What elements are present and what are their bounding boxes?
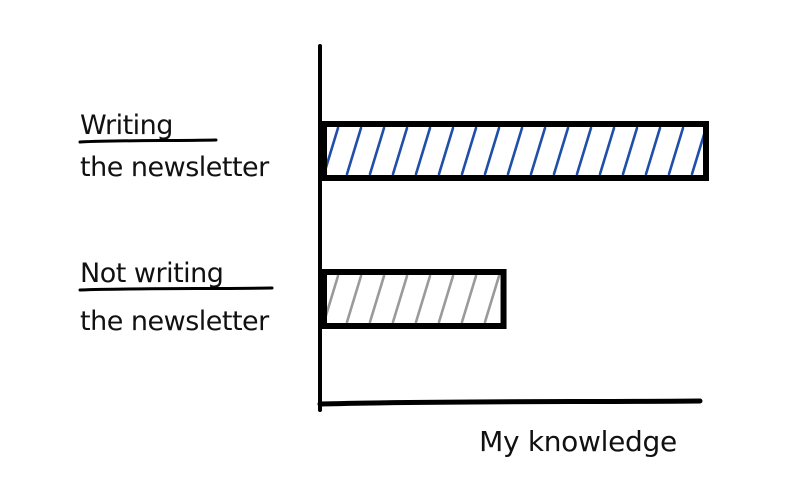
bar-1 xyxy=(321,269,507,329)
bar-0-outline xyxy=(321,121,709,181)
y-axis-line xyxy=(317,44,323,412)
category-label-1-rest: the newsletter xyxy=(80,306,270,337)
bar-0-hatch xyxy=(324,126,706,176)
bar-1-hatch xyxy=(324,274,501,324)
bar-1-outline xyxy=(321,269,507,329)
category-label-0-underline xyxy=(78,138,218,144)
category-label-1-emphasis: Not writing xyxy=(80,258,223,289)
category-label-1-underline xyxy=(78,286,274,292)
category-label-0-emphasis: Writing xyxy=(80,110,173,141)
x-axis-line xyxy=(317,398,703,407)
category-label-0-rest: the newsletter xyxy=(80,152,270,183)
category-label-1: Not writing the newsletter xyxy=(78,258,274,337)
category-label-0: Writing the newsletter xyxy=(78,110,271,183)
bar-0 xyxy=(321,121,709,181)
x-axis-title: My knowledge xyxy=(479,425,677,458)
